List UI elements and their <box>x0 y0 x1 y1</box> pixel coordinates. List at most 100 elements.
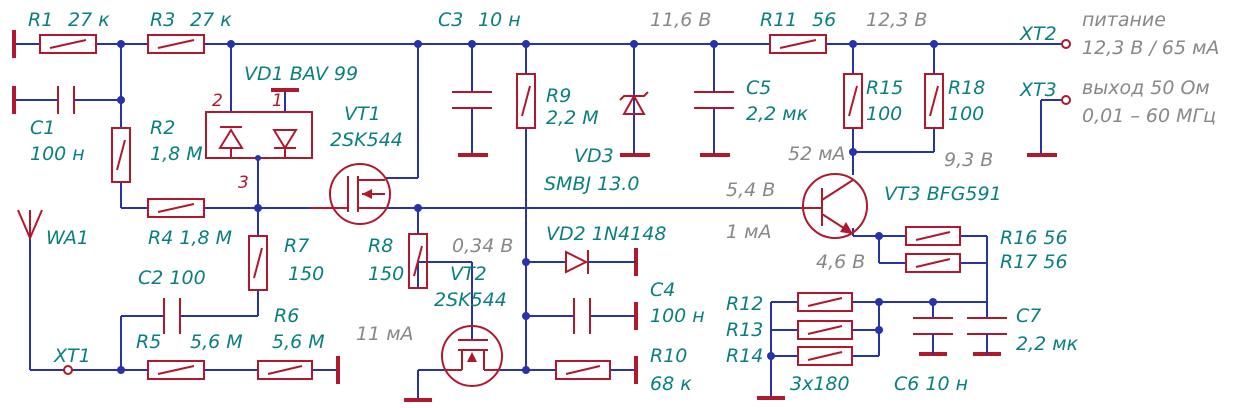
label-xt2: XT2 <box>1019 23 1057 45</box>
resistor-r15 <box>843 73 863 129</box>
resistor-r1 <box>39 34 97 54</box>
diode-vd2 <box>565 250 636 274</box>
note-xt2-2: 12,3 В / 65 мА <box>1082 37 1219 59</box>
capacitor-c1 <box>57 86 75 114</box>
resistor-r3 <box>147 34 205 54</box>
ground-bars <box>12 30 1057 402</box>
label-vd3: VD3 <box>574 145 614 167</box>
note-xt2-1: питание <box>1082 9 1166 31</box>
resistor-r14 <box>797 346 853 366</box>
label-vd2: VD2 1N4148 <box>546 223 666 245</box>
pin-vd1-2: 2 <box>212 91 223 111</box>
value-r18: 100 <box>948 103 984 125</box>
label-vt3: VT3 BFG591 <box>884 183 1002 205</box>
pin-vd1-3: 3 <box>238 173 249 193</box>
capacitor-c7 <box>967 317 1007 354</box>
label-r15: R15 <box>866 77 903 99</box>
label-c3: C3 <box>438 9 463 31</box>
resistor-r6 <box>257 360 313 380</box>
label-r6: R6 <box>274 305 299 327</box>
bjt-vt3 <box>800 173 868 239</box>
label-c7: C7 <box>1016 305 1041 327</box>
capacitor-c2 <box>163 298 181 334</box>
resistor-r13 <box>797 320 853 340</box>
value-r12-14: 3x180 <box>790 373 850 395</box>
value-r11: 56 <box>812 9 836 31</box>
label-vt1: VT1 <box>344 103 381 125</box>
value-c7: 2,2 мк <box>1016 333 1079 355</box>
value-c1: 100 н <box>30 143 85 165</box>
label-c4: C4 <box>650 279 675 301</box>
value-r3: 27 к <box>190 9 232 31</box>
label-r16: R16 56 <box>1000 227 1068 249</box>
note-xt3-2: 0,01 – 60 МГц <box>1082 105 1216 127</box>
value-r2: 1,8 М <box>150 143 203 165</box>
value-r15: 100 <box>866 103 902 125</box>
tvs-diode-vd3 <box>619 91 649 115</box>
antenna-wa1 <box>17 209 43 240</box>
measure-v-emitter: 4,6 В <box>816 251 865 273</box>
label-c1: C1 <box>30 117 55 139</box>
note-xt3-1: выход 50 Ом <box>1082 77 1210 99</box>
value-r9: 2,2 М <box>546 107 599 129</box>
resistor-r10 <box>555 360 611 380</box>
resistor-r9 <box>516 73 536 129</box>
label-r8: R8 <box>368 235 393 257</box>
label-xt3: XT3 <box>1019 79 1057 101</box>
label-r5: R5 <box>136 331 161 353</box>
resistor-r2 <box>111 127 131 183</box>
label-c5: C5 <box>746 77 771 99</box>
resistor-r12 <box>797 292 853 312</box>
measure-v-supply-out: 12,3 В <box>866 9 927 31</box>
label-xt1: XT1 <box>53 345 91 367</box>
label-r13: R13 <box>726 319 763 341</box>
terminal-xt2 <box>1061 39 1071 49</box>
resistor-r18 <box>924 73 944 129</box>
diode-pair-vd1 <box>205 111 313 161</box>
value-c5: 2,2 мк <box>746 103 809 125</box>
resistor-r8 <box>408 233 428 289</box>
value-r8: 150 <box>368 263 404 285</box>
capacitor-c5 <box>694 91 734 109</box>
label-r4: R4 1,8 М <box>148 227 232 249</box>
value-r6: 5,6 М <box>272 331 325 353</box>
resistor-r16 <box>905 226 961 246</box>
label-vt2: VT2 <box>450 263 487 285</box>
label-r2: R2 <box>150 117 175 139</box>
labels: R1 27 к R3 27 к C3 10 н 11,6 В R11 56 12… <box>28 9 1219 395</box>
value-vt1: 2SK544 <box>330 129 403 151</box>
capacitor-c6 <box>913 317 953 354</box>
measure-v-base: 5,4 В <box>726 179 775 201</box>
pin-vd1-1: 1 <box>272 91 283 111</box>
measure-i-base: 1 мА <box>726 221 771 243</box>
label-r12: R12 <box>726 293 763 315</box>
measure-v-collector: 9,3 В <box>944 149 993 171</box>
label-r11: R11 <box>760 9 797 31</box>
label-r10: R10 <box>650 345 687 367</box>
measure-v-supply-mid: 11,6 В <box>650 9 711 31</box>
terminal-xt1 <box>63 365 73 375</box>
value-c4: 100 н <box>650 305 705 327</box>
label-vd1: VD1 BAV 99 <box>244 63 358 85</box>
value-c3: 10 н <box>478 9 521 31</box>
value-vd3: SMBJ 13.0 <box>544 173 639 195</box>
label-r17: R17 56 <box>1000 251 1068 273</box>
value-r5: 5,6 М <box>190 331 243 353</box>
junction-dots <box>117 40 938 374</box>
resistor-r7 <box>248 235 268 291</box>
value-vt2: 2SK544 <box>434 289 507 311</box>
value-r10: 68 к <box>650 373 692 395</box>
resistor-r17 <box>905 253 961 273</box>
wires <box>15 43 1062 400</box>
label-c2: C2 100 <box>138 267 206 289</box>
measure-i-vt2: 11 мА <box>356 323 414 345</box>
resistor-r11 <box>769 34 827 54</box>
label-r14: R14 <box>726 345 763 367</box>
value-r7: 150 <box>288 263 324 285</box>
label-wa1: WA1 <box>46 227 89 249</box>
resistor-r4 <box>147 198 205 218</box>
label-c6: C6 10 н <box>894 373 968 395</box>
terminal-xt3 <box>1061 95 1071 105</box>
fet-vt2 <box>441 325 503 387</box>
